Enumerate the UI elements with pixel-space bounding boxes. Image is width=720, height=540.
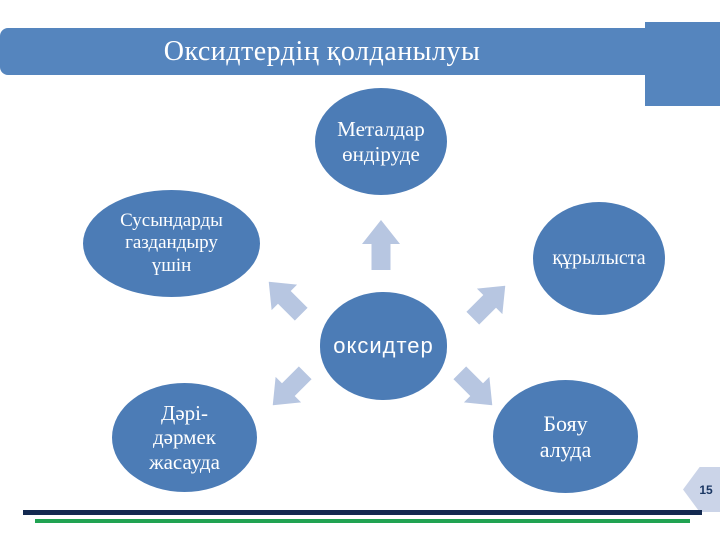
slide-title: Оксидтердің қолданылуы — [163, 35, 481, 67]
title-bar: Оксидтердің қолданылуы — [0, 28, 720, 75]
page-number-flag: 15 — [683, 467, 720, 512]
arrow-upper-left-icon — [256, 269, 314, 327]
diagram-node-construction: құрылыста — [533, 202, 665, 315]
page-number: 15 — [699, 482, 713, 497]
footer-rule-green — [35, 519, 690, 523]
diagram-node-metals: Металдар өндіруде — [315, 88, 447, 195]
diagram-node-beverage-carbonation: Сусындарды газдандыру үшін — [83, 190, 260, 297]
footer-rule-navy — [23, 510, 702, 515]
diagram-node-dyes: Бояу алуда — [493, 380, 638, 493]
arrow-lower-left-icon — [260, 360, 318, 418]
arrow-up-icon — [362, 220, 400, 270]
diagram-node-medicine: Дәрі- дәрмек жасауда — [112, 383, 257, 492]
diagram-center-node: оксидтер — [320, 292, 447, 400]
arrow-lower-right-icon — [447, 360, 505, 418]
arrow-upper-right-icon — [460, 273, 518, 331]
